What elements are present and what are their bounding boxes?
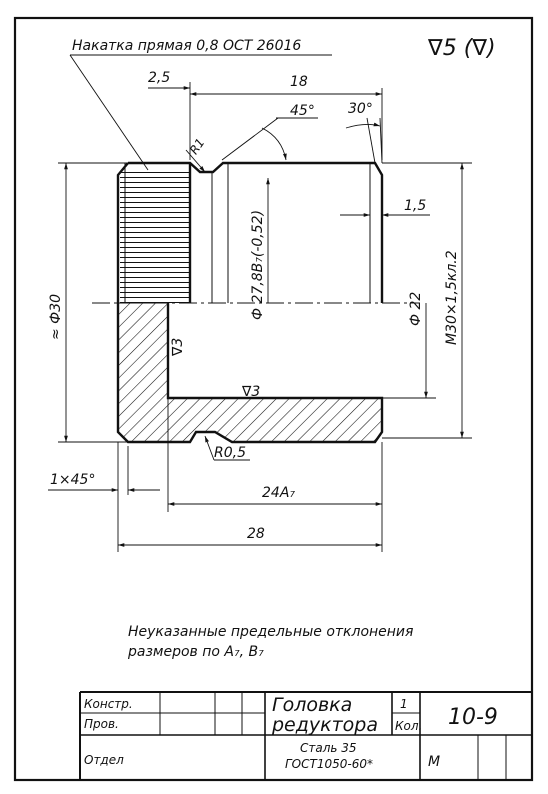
title-qty-label: Кол. [395, 719, 422, 733]
title-drawing-number: 10-9 [448, 705, 498, 730]
radius-r0-5: R0,5 [204, 435, 250, 461]
dimension-18-text: 18 [290, 74, 308, 90]
dimension-phi27-8: Ф 27,8B₇(-0,52) [250, 178, 270, 320]
dimension-phi22: Ф 22 [382, 292, 436, 399]
dimension-m30-text: М30×1,5кл.2 [444, 250, 460, 345]
title-konstr: Констр. [84, 697, 133, 711]
angle-30-text: 30° [348, 101, 373, 117]
dimension-28: 28 [118, 526, 382, 547]
angle-45: 45° [221, 103, 318, 161]
title-block: Констр. Пров. Отдел Головка редуктора 1 … [79, 691, 532, 780]
title-scale-label: М [428, 754, 440, 770]
dimension-2-5: 2,5 [148, 70, 191, 160]
part-upper-view [116, 161, 384, 303]
angle-30: 30° [345, 101, 383, 164]
roughness-symbol: ∇5 (∇) [427, 36, 496, 61]
roughness-mark-left: ∇3 [170, 338, 186, 357]
radius-r0-5-text: R0,5 [214, 445, 246, 461]
dimension-phi27-8-text: Ф 27,8B₇(-0,52) [250, 210, 266, 320]
title-material-line2: ГОСТ1050-60* [285, 757, 373, 771]
sheet-border [13, 16, 534, 782]
tolerance-note-line2: размеров по A₇, B₇ [127, 644, 264, 660]
dimension-24a7: 24A₇ [167, 398, 383, 552]
dimension-phi30: ≈ Ф30 [48, 162, 128, 443]
knurl-note-text: Накатка прямая 0,8 ОСТ 26016 [72, 38, 301, 54]
dimension-28-text: 28 [247, 526, 265, 542]
knurl-note: Накатка прямая 0,8 ОСТ 26016 [69, 38, 332, 171]
dimension-phi30-text: ≈ Ф30 [48, 294, 64, 340]
roughness-mark-bottom: ∇3 [241, 384, 260, 400]
dimension-1-5: 1,5 [340, 198, 430, 217]
dimension-18: 18 [190, 74, 383, 160]
title-prov: Пров. [84, 717, 119, 731]
title-otdel: Отдел [84, 753, 124, 767]
dimension-24a7-text: 24A₇ [262, 485, 295, 501]
angle-45-text: 45° [290, 103, 315, 119]
section-hatching [116, 302, 384, 444]
title-material-line1: Сталь 35 [300, 741, 357, 755]
title-name-line1: Головка [272, 694, 352, 716]
dimension-chamfer-text: 1×45° [50, 472, 95, 488]
dimension-m30-thread: М30×1,5кл.2 [382, 162, 472, 439]
dimension-chamfer: 1×45° [48, 442, 160, 552]
dimension-phi22-text: Ф 22 [408, 292, 424, 326]
title-name-line2: редуктора [271, 714, 378, 736]
tolerance-note-line1: Неуказанные предельные отклонения [128, 624, 413, 640]
title-qty-value: 1 [400, 697, 408, 711]
dimension-2-5-text: 2,5 [148, 70, 170, 86]
dimension-1-5-text: 1,5 [404, 198, 426, 214]
